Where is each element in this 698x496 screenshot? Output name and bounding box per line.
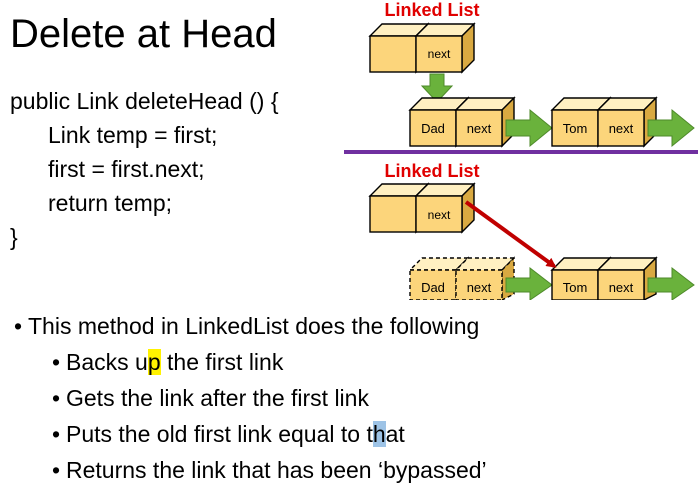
next-label: next [428, 208, 451, 222]
dad-label: Dad [421, 280, 445, 295]
next-label: next [467, 121, 492, 136]
down-arrow-icon [420, 73, 454, 103]
right-arrow-icon [647, 266, 695, 300]
tom-node: Tom next [550, 256, 658, 300]
tom-label: Tom [563, 280, 588, 295]
next-label: next [428, 47, 451, 61]
code-line: Link temp = first; [48, 122, 218, 148]
code-block: public Link deleteHead () { Link temp = … [10, 84, 279, 254]
code-line: } [10, 224, 18, 250]
tom-node: Tom next [550, 96, 658, 148]
code-line: public Link deleteHead () { [10, 88, 279, 114]
right-arrow-icon [505, 108, 553, 148]
bullet-sub: •Backs up the first link [52, 349, 284, 375]
tom-label: Tom [563, 121, 588, 136]
dad-node: Dad next [408, 96, 516, 148]
dad-label: Dad [421, 121, 445, 136]
right-arrow-icon [505, 266, 553, 300]
diagram-label-bottom: Linked List [384, 161, 479, 181]
bypassed-dad-node: Dad next [408, 256, 516, 300]
slide-title: Delete at Head [10, 12, 277, 56]
code-line: first = first.next; [48, 156, 205, 182]
bullet-sub: •Returns the link that has been ‘bypasse… [52, 457, 487, 483]
bullet-main: •This method in LinkedList does the foll… [14, 313, 480, 339]
bypass-arrow [464, 200, 557, 268]
right-arrow-icon [647, 108, 695, 148]
next-label: next [609, 280, 634, 295]
bullet-sub: •Puts the old first link equal to that [52, 421, 405, 447]
linked-list-diagram: Linked List next Dad next Tom next [344, 0, 698, 300]
head-node: next [368, 22, 476, 74]
code-line: return temp; [48, 190, 172, 216]
next-label: next [609, 121, 634, 136]
diagram-label-top: Linked List [384, 0, 479, 20]
divider [344, 150, 698, 154]
bullet-sub: •Gets the link after the first link [52, 385, 369, 411]
head-node: next [368, 182, 476, 234]
next-label: next [467, 280, 492, 295]
